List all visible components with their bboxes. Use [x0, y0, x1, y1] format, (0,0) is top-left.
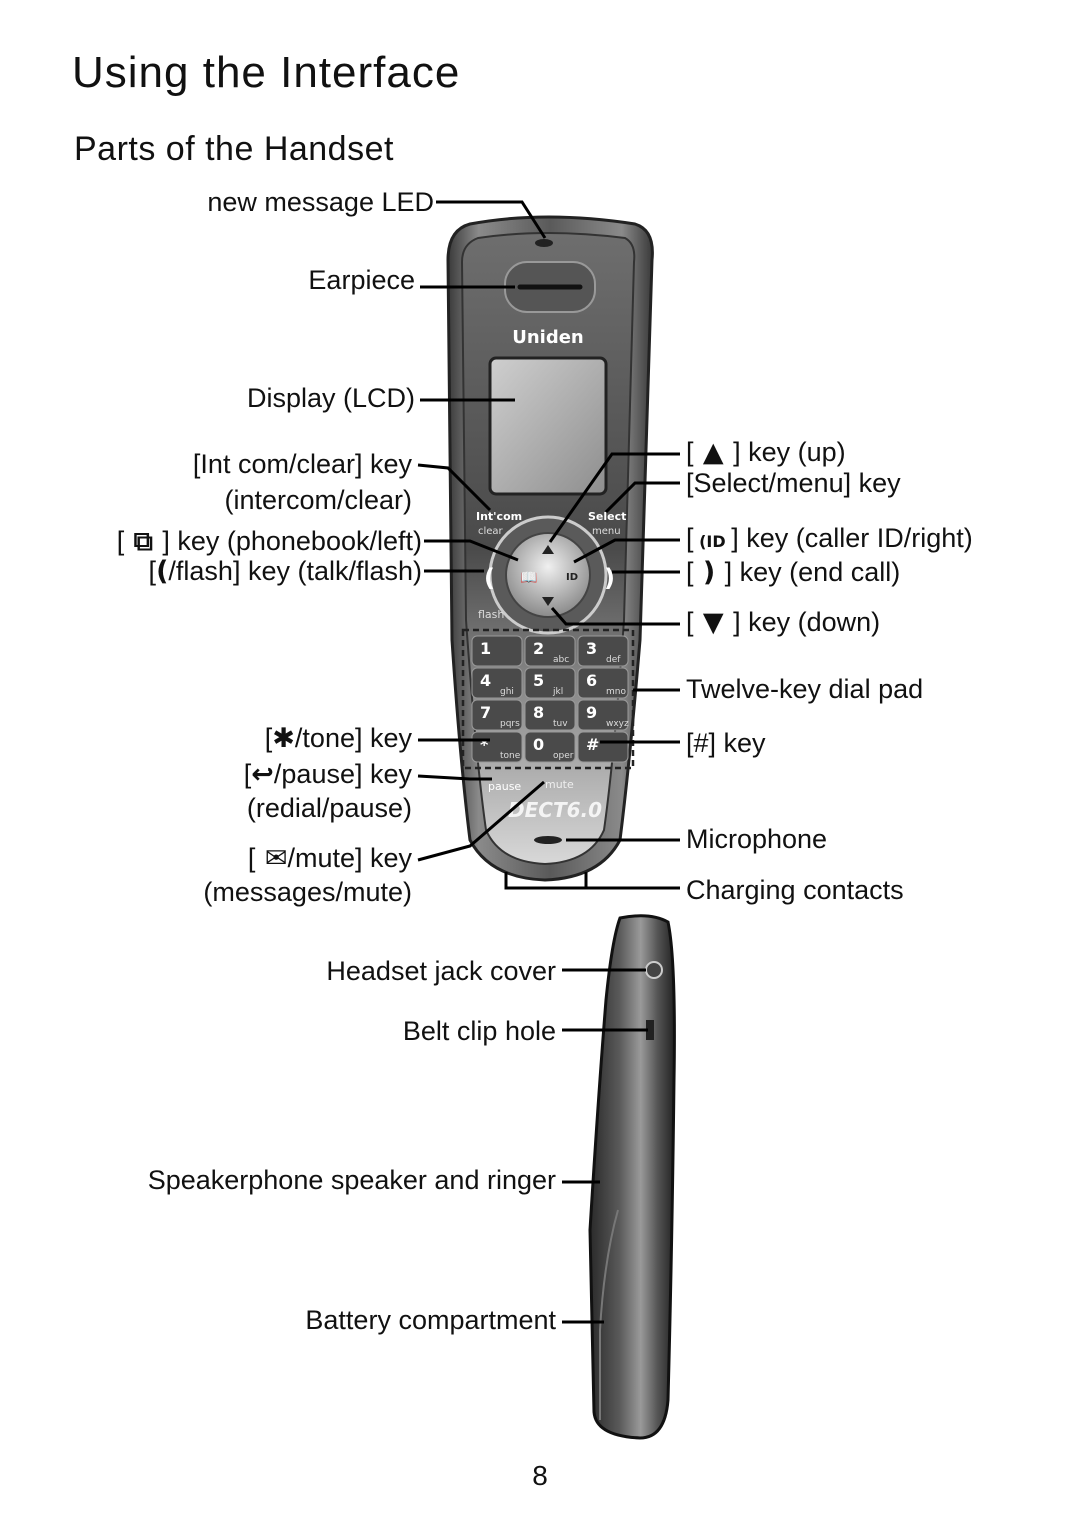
dialpad-key-4 [471, 667, 523, 699]
dialpad-key-3 [577, 635, 629, 667]
label-pause-key: [↩/pause] key [243, 759, 412, 790]
envelope-icon: ✉ [255, 843, 288, 874]
label-earpiece: Earpiece [308, 265, 415, 295]
navigation-key [505, 532, 591, 618]
dialpad-key-2 [524, 635, 576, 667]
label-display: Display (LCD) [246, 383, 415, 413]
headset-jack [645, 961, 663, 979]
dialpad-letters: tuv [553, 719, 568, 729]
dialpad-key-9 [577, 699, 629, 731]
svg-text:(: ( [484, 564, 495, 592]
down-arrow-icon: ▼ [693, 607, 734, 638]
label-select-key: [Select/menu] key [686, 468, 901, 498]
dialpad-letters: jkl [552, 687, 563, 697]
section-title: Parts of the Handset [74, 130, 394, 168]
svg-text:flash: flash [478, 608, 504, 621]
label-headset-jack: Headset jack cover [326, 956, 556, 986]
svg-text:ID: ID [566, 572, 578, 583]
label-talk-key: [(/flash] key (talk/flash) [148, 556, 422, 587]
star-icon: ✱ [272, 723, 295, 754]
page-title: Using the Interface [72, 48, 461, 97]
label-down-key: [ ▼ ] key (down) [686, 607, 881, 638]
dialpad-digit: 9 [586, 703, 597, 722]
dialpad-letters: pqrs [500, 719, 520, 729]
phonebook-icon: ⧉ [124, 526, 163, 557]
caller-id-icon: (ID [693, 532, 732, 551]
label-microphone: Microphone [686, 824, 828, 854]
dialpad-digit: 6 [586, 671, 597, 690]
dialpad-digit: 7 [480, 703, 491, 722]
leader-lines [417, 200, 680, 1324]
dialpad-digit: * [480, 735, 489, 754]
talk-handset-icon: ( [156, 556, 169, 587]
label-intcom-desc: (intercom/clear) [224, 485, 412, 515]
dialpad-digit: 2 [533, 639, 544, 658]
label-tone-key: [✱/tone] key [264, 723, 412, 754]
dialpad-key-7 [471, 699, 523, 731]
dialpad-digit: 4 [480, 671, 491, 690]
dialpad-digit: 5 [533, 671, 544, 690]
up-arrow-icon: ▲ [693, 437, 734, 468]
dialpad-key-12 [577, 731, 629, 763]
nav-down-arrow [542, 597, 554, 606]
label-charging-contacts: Charging contacts [686, 875, 904, 905]
svg-text:menu: menu [592, 526, 621, 537]
svg-text:pause: pause [488, 780, 521, 793]
redial-icon: ↩ [251, 759, 274, 790]
svg-text:Int'com: Int'com [476, 510, 522, 523]
dialpad-letters: ghi [500, 687, 514, 697]
svg-text:clear: clear [478, 526, 504, 537]
dialpad-outline [461, 628, 635, 770]
svg-text:mute: mute [545, 778, 574, 791]
svg-text:): ) [604, 564, 615, 592]
led-indicator [535, 239, 553, 247]
dialpad-digit: # [586, 735, 599, 754]
label-battery: Battery compartment [305, 1305, 556, 1335]
dialpad-digit: 1 [480, 639, 491, 658]
label-speaker: Speakerphone speaker and ringer [147, 1165, 556, 1195]
dial-pad: 1 2 abc 3 def 4 ghi 5 jkl 6 mno 7 pqrs 8 tuv 9 wxyz * tone… [471, 635, 629, 763]
lcd-display [488, 356, 608, 496]
dialpad-letters: abc [553, 655, 569, 665]
label-mute-key: [ ✉/mute] key [247, 843, 412, 874]
label-new-message-led: new message LED [207, 187, 434, 217]
dialpad-letters: oper [553, 751, 574, 761]
page-number: 8 [532, 1460, 548, 1491]
dialpad-digit: 0 [533, 735, 544, 754]
belt-clip-hole [646, 1020, 654, 1040]
dialpad-key-5 [524, 667, 576, 699]
label-phonebook-key: [ ⧉ ] key (phonebook/left) [116, 526, 422, 557]
label-belt-clip: Belt clip hole [402, 1016, 556, 1046]
handset-side [588, 914, 676, 1440]
brand-logo: Uniden [512, 327, 584, 348]
label-endcall-key: [ ) ] key (end call) [686, 557, 901, 588]
label-intcom-key: [Int com/clear] key [192, 449, 412, 479]
label-callerid-key: [ (ID ] key (caller ID/right) [686, 523, 973, 553]
svg-text:📖: 📖 [520, 570, 537, 586]
label-pause-desc: (redial/pause) [246, 793, 412, 823]
dialpad-key-8 [524, 699, 576, 731]
label-pound-key: [#] key [686, 728, 766, 758]
dialpad-letters: wxyz [606, 719, 629, 729]
dialpad-key-6 [577, 667, 629, 699]
dialpad-key-1 [471, 635, 523, 667]
label-up-key: [ ▲ ] key (up) [686, 437, 846, 468]
label-mute-desc: (messages/mute) [203, 877, 412, 907]
handset-front: Uniden Int'com clear Select menu 📖 ID ( … [446, 215, 654, 882]
dialpad-digit: 3 [586, 639, 597, 658]
microphone-hole [534, 836, 562, 844]
dialpad-letters: def [606, 655, 621, 665]
dect-logo: DECT6.0 [508, 798, 602, 822]
end-call-icon: ) [693, 557, 725, 588]
dialpad-digit: 8 [533, 703, 544, 722]
nav-up-arrow [542, 545, 554, 554]
svg-text:Select: Select [588, 510, 626, 523]
dialpad-key-11 [524, 731, 576, 763]
label-dialpad: Twelve-key dial pad [686, 674, 924, 704]
dialpad-letters: tone [500, 751, 521, 761]
dialpad-letters: mno [606, 687, 626, 697]
